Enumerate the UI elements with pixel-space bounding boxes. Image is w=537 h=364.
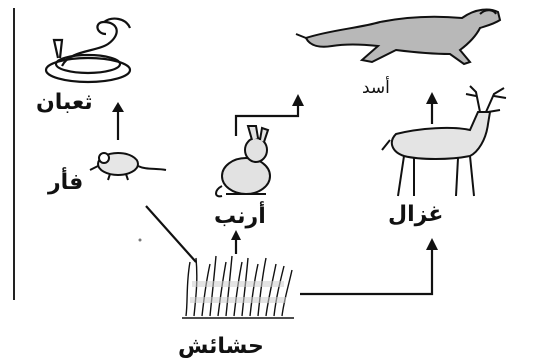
arrowhead-lion-right bbox=[426, 92, 438, 104]
snake-illustration bbox=[46, 19, 130, 82]
arrowhead-rabbit bbox=[231, 230, 241, 240]
food-chain-arrows bbox=[112, 92, 438, 294]
arrowhead-lion-left bbox=[292, 94, 304, 106]
arrow-grass-to-deer bbox=[300, 248, 432, 294]
rabbit-illustration bbox=[216, 126, 270, 196]
deer-illustration bbox=[382, 86, 506, 196]
noise-dot bbox=[139, 239, 142, 242]
mouse-illustration bbox=[90, 153, 166, 180]
label-snake: ثعبان bbox=[36, 92, 93, 114]
label-mouse: فأر bbox=[48, 172, 83, 194]
arrowhead-deer bbox=[426, 238, 438, 250]
grass-illustration bbox=[182, 256, 294, 318]
label-grass: حشائش bbox=[178, 336, 264, 358]
arrow-grass-to-mouse bbox=[146, 206, 196, 262]
label-rabbit: أرنب bbox=[214, 206, 266, 228]
lion-illustration bbox=[296, 10, 500, 64]
arrowhead-snake bbox=[112, 102, 124, 112]
label-lion: أسد bbox=[362, 80, 390, 97]
label-deer: غزال bbox=[388, 204, 443, 226]
